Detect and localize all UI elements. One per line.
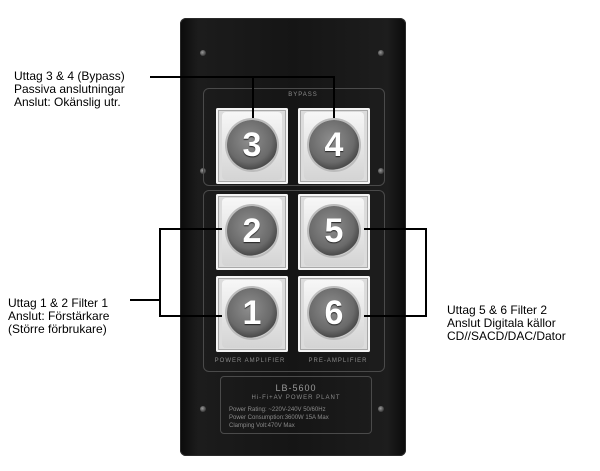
socket-6: 6 bbox=[298, 276, 370, 352]
screw bbox=[200, 406, 206, 412]
socket-number: 4 bbox=[324, 126, 344, 164]
screw bbox=[378, 50, 384, 56]
filter1-callout: Uttag 1 & 2 Filter 1 Anslut: Förstärkare… bbox=[8, 297, 109, 336]
spec-line: Power Rating: ~220V-240V 50/60Hz bbox=[229, 407, 326, 413]
callout-line: Anslut Digitala källor bbox=[447, 316, 556, 330]
model-name: LB-5600 bbox=[275, 383, 317, 393]
callout-line: CD//SACD/DAC/Dator bbox=[447, 329, 566, 343]
callout-line: Passiva anslutningar bbox=[14, 82, 125, 96]
filter2-connector bbox=[364, 228, 427, 317]
spec-plate: LB-5600 Hi-Fi+AV POWER PLANT Power Ratin… bbox=[220, 376, 372, 434]
socket-4: 4 bbox=[298, 108, 370, 184]
socket-1: 1 bbox=[216, 276, 288, 352]
pre-amplifier-label: PRE-AMPLIFIER bbox=[308, 358, 368, 364]
power-amplifier-label: POWER AMPLIFIER bbox=[214, 358, 286, 364]
socket-number: 6 bbox=[324, 294, 344, 332]
model-subtitle: Hi-Fi+AV POWER PLANT bbox=[251, 395, 341, 401]
socket-number: 3 bbox=[242, 126, 262, 164]
socket-2: 2 bbox=[216, 194, 288, 270]
socket-number: 5 bbox=[324, 212, 344, 250]
socket-number: 2 bbox=[242, 212, 262, 250]
callout-line: Uttag 5 & 6 Filter 2 bbox=[447, 303, 548, 317]
filter1-connector bbox=[159, 228, 222, 317]
spec-line: Clamping Volt:470V Max bbox=[229, 423, 295, 429]
spec-line: Power Consumption:3600W 15A Max bbox=[229, 415, 329, 421]
bypass-label: BYPASS bbox=[288, 92, 318, 98]
filter-frame bbox=[203, 190, 385, 372]
socket-5: 5 bbox=[298, 194, 370, 270]
callout-line: Uttag 3 & 4 (Bypass) bbox=[14, 69, 125, 83]
socket-number: 1 bbox=[242, 294, 262, 332]
callout-line: (Större förbrukare) bbox=[8, 322, 107, 336]
callout-line: Uttag 1 & 2 Filter 1 bbox=[8, 296, 109, 310]
bypass-callout: Uttag 3 & 4 (Bypass) Passiva anslutninga… bbox=[14, 70, 125, 109]
screw bbox=[378, 406, 384, 412]
screw bbox=[378, 168, 384, 174]
callout-line: Anslut: Förstärkare bbox=[8, 309, 110, 323]
socket-3: 3 bbox=[216, 108, 288, 184]
screw bbox=[200, 50, 206, 56]
callout-line: Anslut: Okänslig utr. bbox=[14, 95, 121, 109]
bypass-frame bbox=[203, 88, 385, 186]
bypass-connector bbox=[150, 76, 335, 118]
filter2-callout: Uttag 5 & 6 Filter 2 Anslut Digitala käl… bbox=[447, 304, 566, 343]
